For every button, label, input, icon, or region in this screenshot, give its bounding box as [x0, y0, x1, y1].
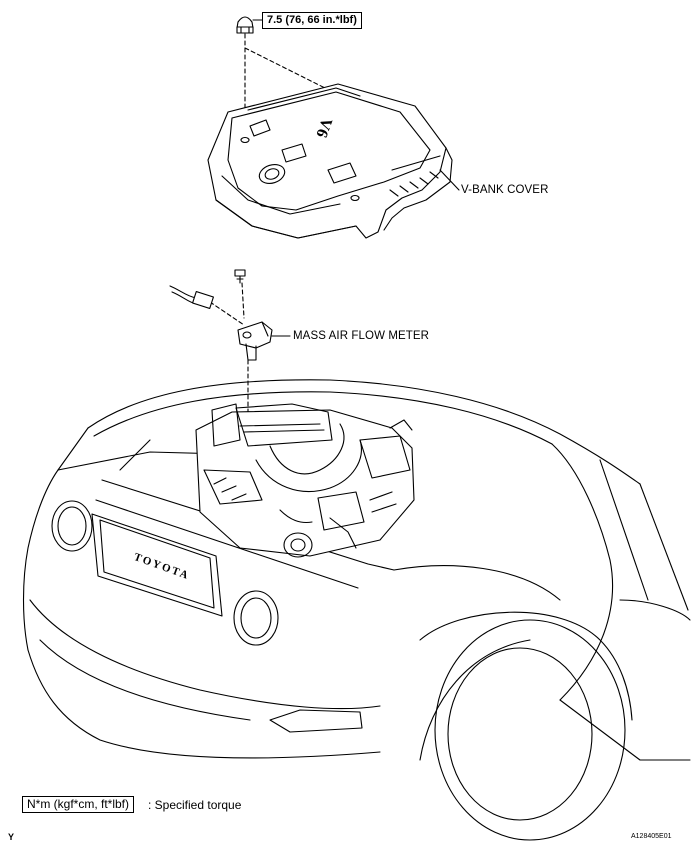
vehicle-body: [22, 379, 691, 841]
legend-unit-box: N*m (kgf*cm, ft*lbf): [22, 796, 135, 813]
v-bank-leader: [439, 169, 460, 191]
engine-assembly: [195, 403, 415, 558]
sensor-connector: [169, 285, 214, 310]
footer-mark: Y: [8, 832, 15, 842]
grille-logo: TOYOTA: [132, 551, 191, 582]
figure-code: A128405E01: [631, 833, 672, 840]
mass-air-flow-meter: [237, 321, 273, 361]
cover-nut: [236, 16, 254, 34]
mass-air-flow-meter-label: MASS AIR FLOW METER: [293, 330, 430, 342]
cover-engraving: V6: [312, 115, 335, 139]
v-bank-cover: [207, 83, 453, 239]
legend-description: : Specified torque: [148, 798, 242, 812]
sensor-bolt: [234, 269, 246, 284]
torque-callout: 7.5 (76, 66 in.*lbf): [262, 12, 362, 29]
v-bank-cover-label: V-BANK COVER: [461, 184, 549, 196]
